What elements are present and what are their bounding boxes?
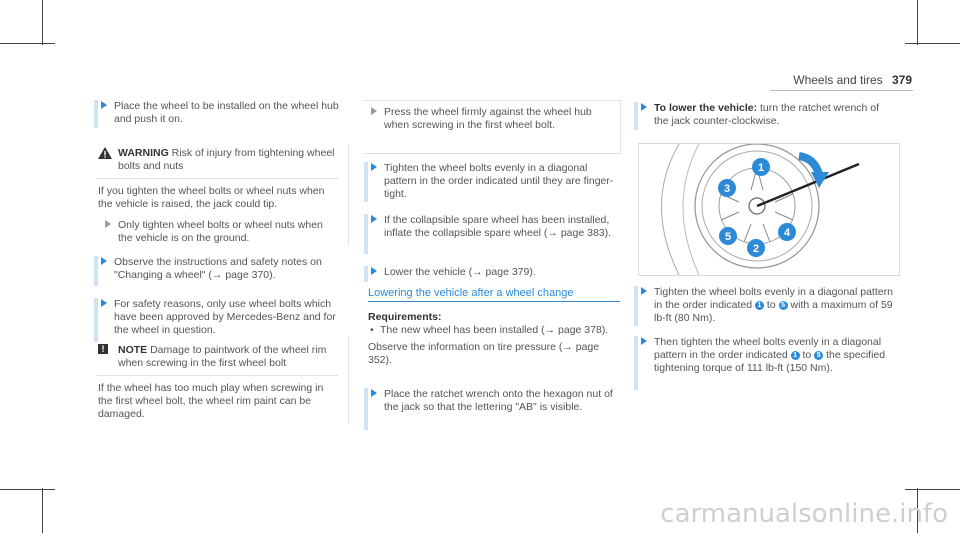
warning-lead: Risk of injury from tightening wheel bol… <box>118 147 335 172</box>
arrow-icon <box>641 103 647 111</box>
column-3-steps: Tighten the wheel bolts evenly in a diag… <box>634 286 896 390</box>
arrow-icon <box>371 163 377 171</box>
warning-box <box>98 144 349 246</box>
step: Then tighten the wheel bolts evenly in a… <box>634 336 896 390</box>
step: To lower the vehicle: turn the ratchet w… <box>634 102 896 130</box>
requirements-title: Requirements: <box>368 311 442 323</box>
arrow-icon <box>371 267 377 275</box>
page-number: 379 <box>891 73 912 87</box>
observe-text: Observe the information on tire pressure… <box>368 341 600 366</box>
warning-triangle-icon <box>98 147 112 159</box>
crop-mark <box>905 489 960 490</box>
wheel-illustration: 1 2 3 4 5 <box>661 144 860 275</box>
arrow-icon <box>101 257 107 265</box>
crop-mark <box>42 0 43 45</box>
arrow-icon <box>101 101 107 109</box>
step: Place the wheel to be installed on the w… <box>94 100 344 128</box>
watermark: carmanualsonline.info <box>660 499 948 529</box>
info-box <box>364 100 621 154</box>
requirement-item: • The new wheel has been installed (→ pa… <box>370 324 609 336</box>
figure-label-5: 5 <box>725 231 731 243</box>
column-2: Tighten the wheel bolts evenly in a diag… <box>364 162 620 282</box>
step: Tighten the wheel bolts evenly in a diag… <box>364 162 620 202</box>
step: For safety reasons, only use wheel bolts… <box>94 298 348 342</box>
step: Lower the vehicle (→ page 379). <box>364 266 620 282</box>
warning-step: Only tighten wheel bolts or wheel nuts w… <box>98 219 338 245</box>
column-2-step4: Place the ratchet wrench onto the hexago… <box>364 388 620 430</box>
badge-1: 1 <box>755 300 764 310</box>
requirements: Requirements: • The new wheel has been i… <box>368 311 618 367</box>
arrow-icon <box>371 215 377 223</box>
figure-label-3: 3 <box>724 183 730 195</box>
step-text: For safety reasons, only use wheel bolts… <box>114 298 336 336</box>
badge-1: 1 <box>790 350 800 360</box>
page-header: Wheels and tires 379 <box>793 73 912 87</box>
step-text: Press the wheel firmly against the wheel… <box>384 106 592 131</box>
note-icon: ! <box>98 344 108 354</box>
crop-mark <box>905 43 960 44</box>
step: Press the wheel firmly against the wheel… <box>364 106 604 132</box>
badge-5: 5 <box>814 350 824 360</box>
step-text: Lower the vehicle (→ page 379). <box>384 266 536 278</box>
crop-mark <box>42 488 43 533</box>
crop-mark <box>0 489 55 490</box>
step-text: Place the wheel to be installed on the w… <box>114 100 339 125</box>
column-1: Place the wheel to be installed on the w… <box>94 100 344 128</box>
note: ! NOTE Damage to paintwork of the wheel … <box>96 344 338 421</box>
note-lead: Damage to paintwork of the wheel rim whe… <box>118 344 327 369</box>
step: Tighten the wheel bolts evenly in a diag… <box>634 286 896 326</box>
step-text: Only tighten wheel bolts or wheel nuts w… <box>118 219 323 244</box>
crop-mark <box>0 43 55 44</box>
crop-mark <box>917 0 918 45</box>
arrow-icon <box>371 389 377 397</box>
column-2-box: Press the wheel firmly against the wheel… <box>364 106 604 132</box>
step-text: Observe the instructions and safety note… <box>114 256 322 281</box>
note-box <box>98 336 349 424</box>
arrow-icon <box>371 107 377 115</box>
crop-mark <box>917 488 918 533</box>
step-text: Tighten the wheel bolts evenly in a diag… <box>384 162 614 200</box>
step-bold: To lower the vehicle: <box>654 102 758 114</box>
figure-label-1: 1 <box>758 162 764 174</box>
arrow-icon <box>105 220 111 228</box>
figure-number-labels <box>718 158 796 257</box>
step: If the collapsible spare wheel has been … <box>364 214 620 254</box>
step: Observe the instructions and safety note… <box>94 256 348 286</box>
arrow-icon <box>101 299 107 307</box>
step-text: If the collapsible spare wheel has been … <box>384 214 612 239</box>
warning-title: WARNING <box>118 147 169 159</box>
note-title: NOTE <box>118 344 148 356</box>
section-heading: Lowering the vehicle after a wheel chang… <box>368 287 620 302</box>
warning-body: If you tighten the wheel bolts or wheel … <box>98 185 325 210</box>
note-header: ! NOTE Damage to paintwork of the wheel … <box>98 344 338 370</box>
warning: WARNING Risk of injury from tightening w… <box>96 147 338 245</box>
arrow-icon <box>641 287 647 295</box>
section-title: Wheels and tires <box>793 73 883 87</box>
badge-5: 5 <box>778 300 788 310</box>
figure-label-2: 2 <box>753 243 759 255</box>
header-rule <box>770 90 913 91</box>
column-1-steps: Observe the instructions and safety note… <box>94 256 348 342</box>
step-text: Place the ratchet wrench onto the hexago… <box>384 388 613 413</box>
step-text: turn the ratchet wrench of the jack coun… <box>654 102 880 127</box>
note-body: If the wheel has too much play when scre… <box>98 382 324 420</box>
warning-header: WARNING Risk of injury from tightening w… <box>98 147 338 173</box>
arrow-icon <box>641 337 647 345</box>
figure-label-4: 4 <box>784 227 791 239</box>
column-3: To lower the vehicle: turn the ratchet w… <box>634 102 896 130</box>
step: Place the ratchet wrench onto the hexago… <box>364 388 620 430</box>
wheel-figure: 1 2 3 4 5 <box>638 143 900 276</box>
